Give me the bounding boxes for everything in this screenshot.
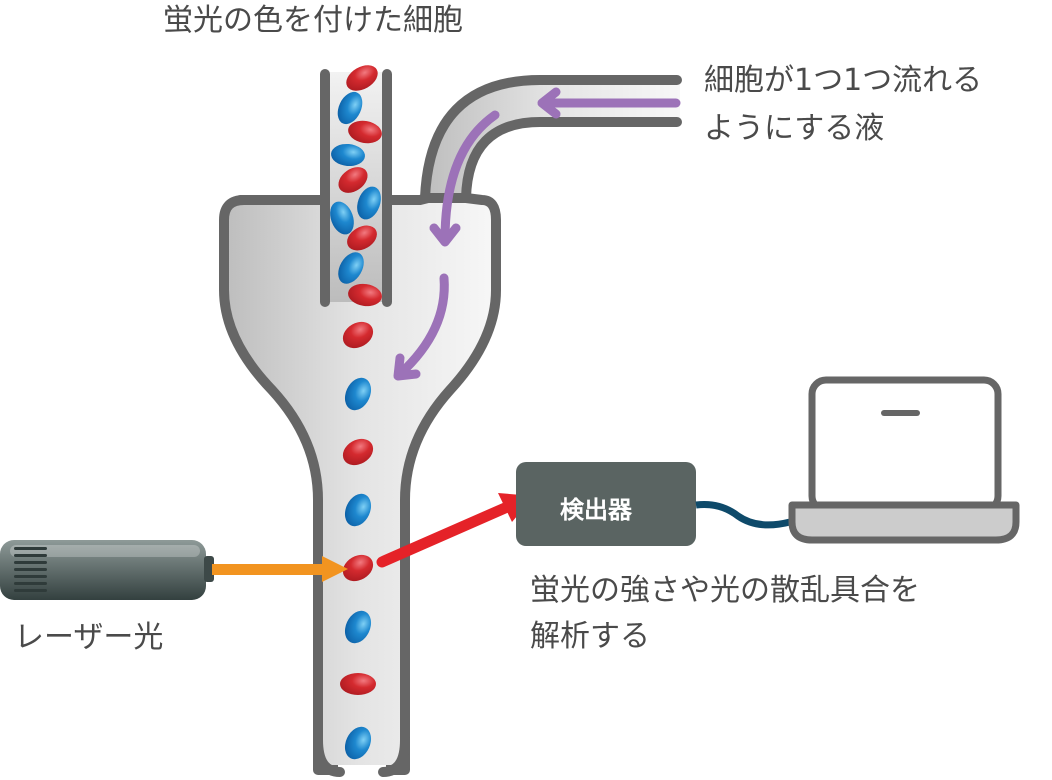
sheath-inlet-tube [420,75,682,203]
channel-cells [340,321,376,760]
blue-cell [344,610,372,644]
red-cell [342,438,374,466]
red-cell [340,673,376,695]
blue-cell [331,143,365,167]
sample-tube-cells [330,65,382,307]
blue-cell [337,91,363,125]
analysis-label-line1: 蛍光の強さや光の散乱具合を [530,573,920,608]
blue-cell [357,186,381,220]
blue-cell [338,252,364,284]
blue-cell [330,201,354,235]
red-cell [338,167,368,193]
red-cell-detected [342,554,374,582]
laptop-icon [788,376,1020,544]
sheath-fluid-label-line1: 細胞が1つ1つ流れる [704,63,983,98]
red-cell [342,321,374,349]
blue-cell [344,493,372,527]
flow-arrow-down-head [393,353,421,381]
detector-box [516,462,696,546]
blue-cell [344,726,372,760]
blue-cell [344,377,372,411]
flow-arrow-curve [440,110,500,245]
laser-beam-arrow [212,556,348,582]
sheath-fluid-label-line2: ようにする液 [704,111,885,146]
red-cell [348,283,382,307]
flow-arrow-inlet-head [537,87,561,119]
detector-label: 検出器 [560,496,632,524]
flow-arrow-curve-head [429,223,461,247]
red-cell [346,65,378,91]
detector-cable [695,501,791,529]
flow-arrow-down [395,273,449,379]
sheath-flow-arrows [393,87,681,381]
laser-vent-icon [14,547,47,592]
red-cell [347,225,377,251]
laser-device [0,540,214,600]
cells-label: 蛍光の色を付けた細胞 [163,3,463,38]
red-cell [348,120,382,144]
laser-label: レーザー光 [14,620,164,655]
analysis-label-line2: 解析する [530,619,650,654]
